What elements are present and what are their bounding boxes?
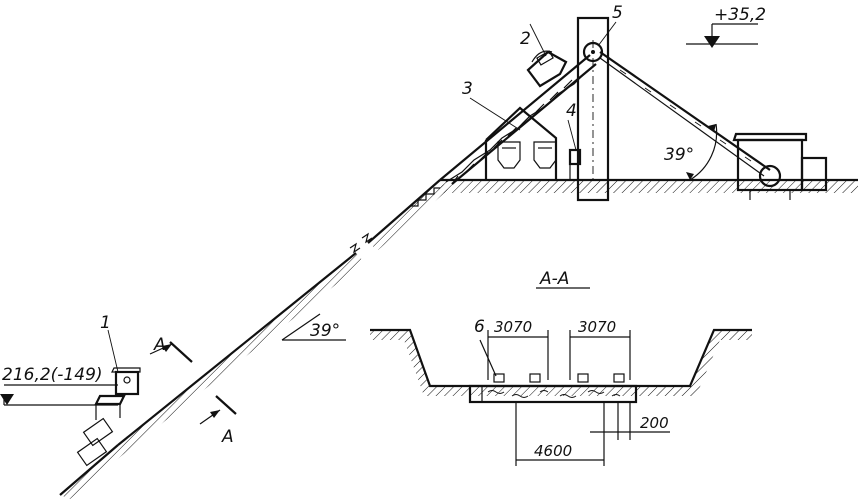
dim-3070-left: 3070 bbox=[494, 318, 532, 336]
elevation-bottom bbox=[0, 384, 118, 406]
label-item-4: 4 bbox=[566, 101, 577, 121]
label-item-3: 3 bbox=[462, 79, 473, 99]
inclined-slope bbox=[59, 179, 448, 499]
dim-3070-right: 3070 bbox=[578, 318, 616, 336]
inclined-conveyor bbox=[439, 54, 597, 185]
slope-angle-label: 39° bbox=[310, 321, 340, 341]
elevation-bottom-label: 216,2(-149) bbox=[2, 365, 103, 385]
label-item-1: 1 bbox=[100, 313, 111, 333]
equipment-4 bbox=[568, 148, 582, 180]
section-mark-a-top: A bbox=[153, 335, 166, 355]
loading-point bbox=[76, 367, 141, 467]
section-mark-a-bottom: A bbox=[221, 427, 234, 447]
label-item-6: 6 bbox=[474, 317, 485, 337]
label-item-5: 5 bbox=[612, 3, 623, 23]
hoist-house bbox=[732, 132, 828, 200]
cable-angle-label: 39° bbox=[664, 145, 694, 165]
section-cut-marks bbox=[149, 341, 237, 425]
dim-200: 200 bbox=[640, 414, 669, 432]
cable-angle-marker bbox=[686, 123, 718, 181]
drive-unit bbox=[526, 50, 568, 88]
cable-to-hoist bbox=[599, 51, 771, 177]
slope-angle-marker bbox=[281, 313, 346, 341]
headframe-tower bbox=[576, 16, 610, 202]
leader-lines bbox=[107, 21, 617, 373]
label-item-2: 2 bbox=[520, 29, 531, 49]
section-title: A-A bbox=[539, 269, 569, 289]
elevation-top bbox=[686, 23, 758, 48]
elevation-top-label: +35,2 bbox=[714, 5, 766, 25]
dim-4600: 4600 bbox=[534, 442, 572, 460]
bunker-bins bbox=[484, 106, 558, 180]
section-a-a bbox=[370, 287, 752, 466]
